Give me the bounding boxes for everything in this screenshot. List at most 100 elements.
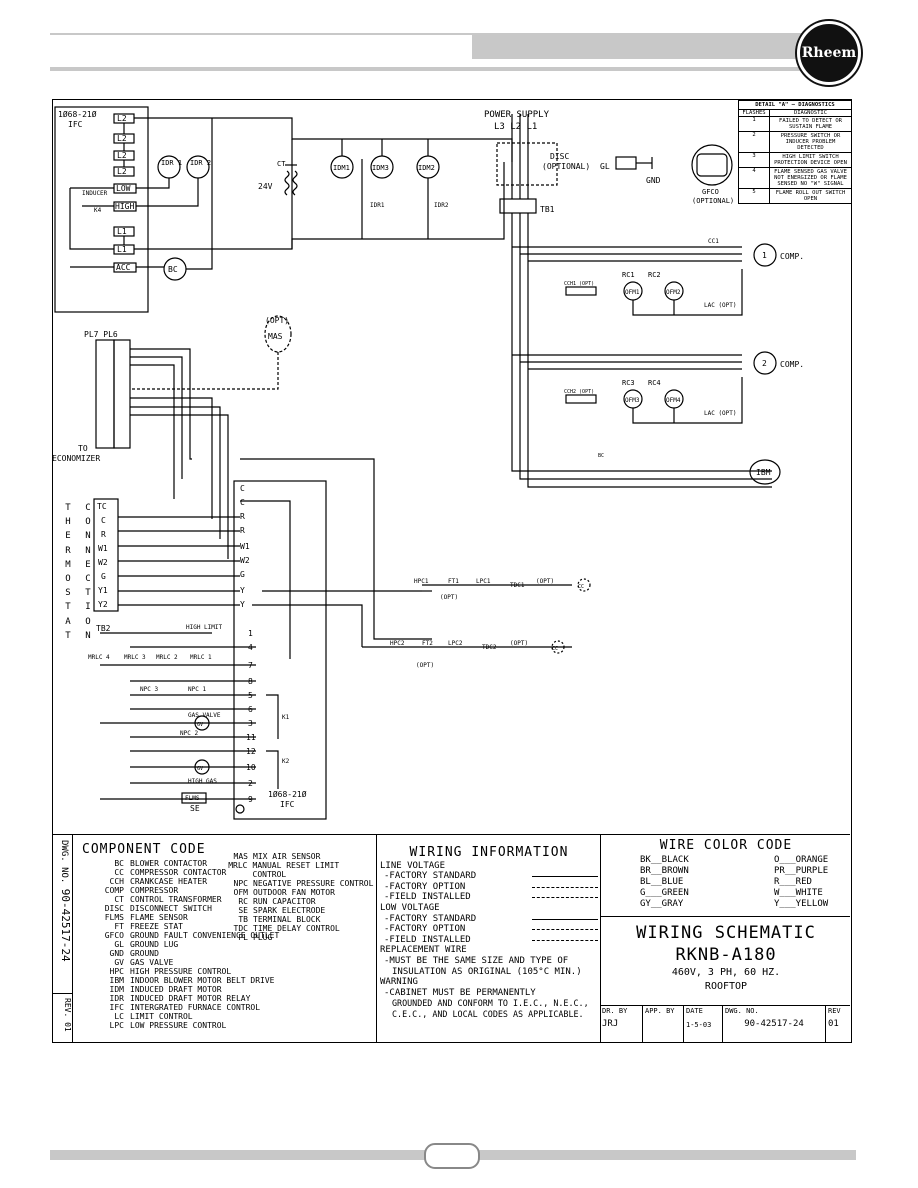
lv-row: -FACTORY STANDARD	[380, 871, 598, 882]
wire-color-item: PR__PURPLE	[774, 866, 829, 876]
rev-rule	[52, 993, 72, 994]
legend-divider-3	[600, 834, 601, 1042]
wiring-info: WIRING INFORMATION LINE VOLTAGE -FACTORY…	[380, 845, 598, 1020]
svg-text:1: 1	[762, 251, 767, 260]
header-bar-thin	[50, 67, 856, 71]
svg-text:R: R	[240, 512, 245, 521]
svg-text:MRLC 4: MRLC 4	[88, 654, 110, 661]
svg-text:CC1: CC1	[708, 238, 719, 245]
title-block: WIRING SCHEMATIC RKNB-A180 460V, 3 PH, 6…	[602, 922, 850, 993]
svg-text:2: 2	[762, 359, 767, 368]
svg-text:NPC 3: NPC 3	[140, 686, 158, 693]
svg-text:PL7 PL6: PL7 PL6	[84, 330, 118, 339]
svg-text:LPC2: LPC2	[448, 640, 463, 647]
legend-divider-2	[376, 834, 377, 1042]
comp1-circle	[753, 243, 777, 267]
svg-text:LPC1: LPC1	[476, 578, 491, 585]
svg-text:11: 11	[246, 733, 256, 742]
component-code-title: COMPONENT CODE	[82, 842, 206, 857]
svg-text:CCH2 (OPT): CCH2 (OPT)	[564, 389, 594, 395]
svg-text:MAS: MAS	[268, 332, 283, 341]
header-tab	[472, 33, 802, 59]
wiring-info-title: WIRING INFORMATION	[409, 845, 569, 860]
svg-text:MRLC 1: MRLC 1	[190, 654, 212, 661]
svg-text:1: 1	[248, 629, 253, 638]
svg-text:CC: CC	[578, 584, 584, 590]
svg-text:4: 4	[248, 643, 253, 652]
svg-text:10: 10	[246, 763, 256, 772]
svg-text:HIGH LIMIT: HIGH LIMIT	[186, 624, 223, 631]
header-bar-top	[50, 33, 472, 35]
svg-text:R: R	[240, 526, 245, 535]
svg-text:IDM3: IDM3	[372, 164, 389, 172]
svg-text:TC: TC	[97, 502, 107, 511]
warning-line: C.E.C., AND LOCAL CODES AS APPLICABLE.	[392, 1008, 584, 1019]
legend-top-rule	[52, 834, 850, 835]
dwg-side-label: DWG. NO. 90-42517-24	[59, 840, 72, 962]
svg-text:L2: L2	[117, 151, 127, 160]
svg-text:Y: Y	[240, 600, 245, 609]
svg-text:RC2: RC2	[648, 271, 661, 279]
svg-text:C: C	[101, 516, 106, 525]
tb1-box	[499, 198, 537, 214]
svg-text:1Ø68-21Ø: 1Ø68-21Ø	[268, 789, 307, 799]
svg-text:TB1: TB1	[540, 205, 555, 214]
replacement-line: -MUST BE THE SAME SIZE AND TYPE OF	[384, 955, 569, 966]
ifc-top-label: 1Ø68-21Ø	[58, 109, 97, 119]
wire-color-item: Y___YELLOW	[774, 899, 829, 909]
svg-text:W2: W2	[98, 558, 108, 567]
svg-text:L2: L2	[117, 114, 127, 123]
svg-text:GAS VALVE: GAS VALVE	[188, 712, 221, 719]
svg-text:TDC1: TDC1	[510, 582, 525, 589]
svg-text:SE: SE	[190, 804, 200, 813]
svg-text:MRLC 2: MRLC 2	[156, 654, 178, 661]
svg-text:K1: K1	[282, 714, 290, 721]
svg-text:COMP.: COMP.	[780, 360, 804, 369]
spec-line: 460V, 3 PH, 60 HZ.	[671, 967, 781, 978]
svg-text:7: 7	[248, 661, 253, 670]
svg-text:RC3: RC3	[622, 379, 635, 387]
svg-text:MRLC 3: MRLC 3	[124, 654, 146, 661]
diag-col-flashes: FLASHES	[739, 110, 770, 116]
warning-line: GROUNDED AND CONFORM TO I.E.C., N.E.C.,	[392, 998, 589, 1009]
wire-color-item: GY__GRAY	[640, 899, 684, 909]
svg-text:TDC2: TDC2	[482, 644, 497, 651]
svg-text:9: 9	[248, 795, 253, 804]
svg-text:HIGH: HIGH	[115, 202, 134, 211]
legend-divider-1	[72, 834, 73, 1042]
svg-text:R: R	[101, 530, 106, 539]
svg-text:K2: K2	[282, 758, 290, 765]
wire-color-item: G___GREEN	[640, 888, 689, 898]
unit-type: ROOFTOP	[704, 981, 748, 992]
svg-text:5: 5	[248, 691, 253, 700]
svg-text:L2: L2	[117, 167, 127, 176]
svg-text:GND: GND	[646, 176, 661, 185]
svg-text:C: C	[240, 498, 245, 507]
wire-color-item: BK__BLACK	[640, 855, 689, 865]
svg-text:L1: L1	[117, 227, 127, 236]
svg-text:(OPT): (OPT)	[416, 662, 434, 669]
ifc-top-box	[54, 106, 149, 313]
diagnostics-title: DETAIL "A" — DIAGNOSTICS	[739, 101, 851, 110]
svg-text:IFC: IFC	[280, 800, 295, 809]
svg-text:DISC: DISC	[550, 152, 569, 161]
